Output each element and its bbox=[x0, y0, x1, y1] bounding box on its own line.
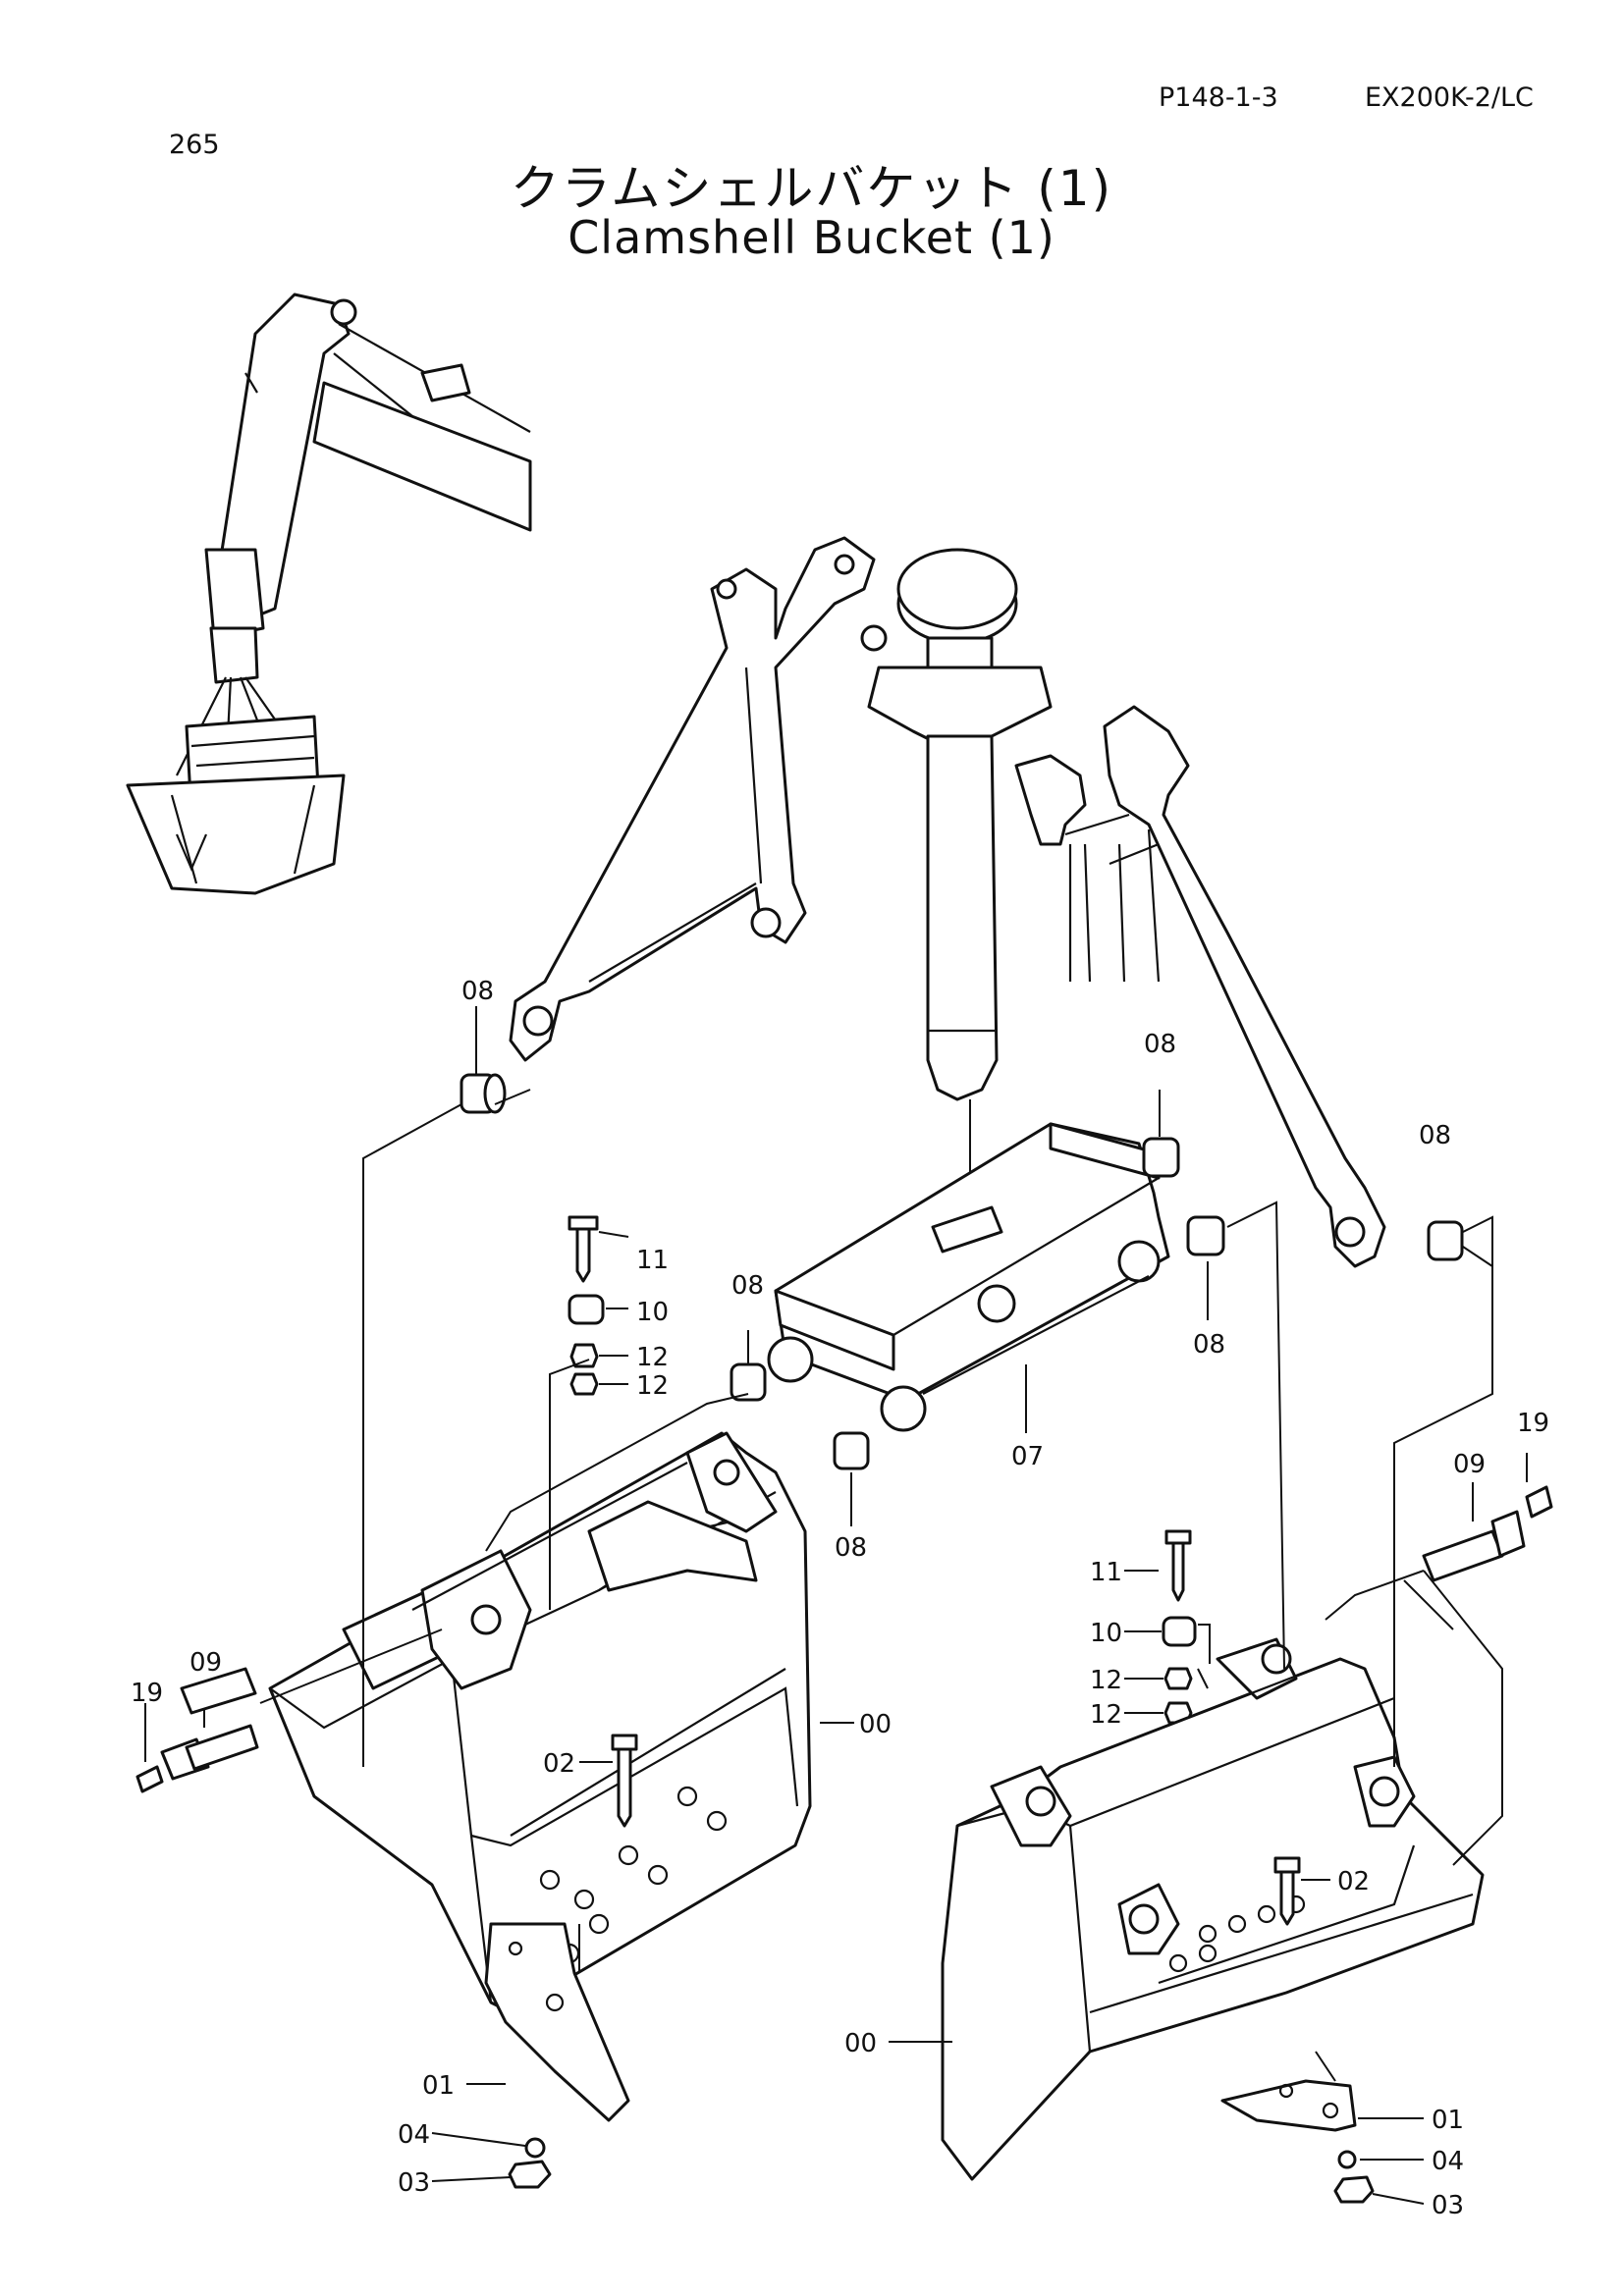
excavator-overview-illustration bbox=[126, 293, 532, 895]
callout-19: 19 bbox=[131, 1679, 163, 1708]
hardware-right bbox=[1162, 1529, 1197, 1725]
crosshead bbox=[767, 1122, 1170, 1432]
callout-labels: 08 08 08 08 08 08 07 11 10 12 12 11 10 1… bbox=[131, 977, 1549, 2220]
callout-08: 08 bbox=[731, 1271, 764, 1301]
leader-lines bbox=[144, 1006, 1528, 2205]
teeth-and-nuts bbox=[484, 1922, 1375, 2204]
callout-01: 01 bbox=[1432, 2106, 1464, 2135]
callout-02: 02 bbox=[1337, 1867, 1370, 1896]
callout-08: 08 bbox=[1193, 1330, 1225, 1360]
callout-09: 09 bbox=[189, 1648, 222, 1678]
callout-04: 04 bbox=[398, 2120, 430, 2150]
pins-and-bolts bbox=[135, 1485, 1553, 1793]
callout-12: 12 bbox=[636, 1343, 669, 1372]
callout-11: 11 bbox=[636, 1246, 669, 1275]
callout-01: 01 bbox=[422, 2071, 455, 2101]
callout-04: 04 bbox=[1432, 2147, 1464, 2176]
callout-03: 03 bbox=[398, 2168, 430, 2198]
callout-09: 09 bbox=[1453, 1450, 1486, 1479]
hardware-left bbox=[568, 1215, 605, 1396]
callout-12: 12 bbox=[636, 1371, 669, 1401]
title-english: Clamshell Bucket (1) bbox=[568, 211, 1055, 264]
bucket-half-left bbox=[268, 1431, 812, 2014]
callout-00: 00 bbox=[844, 2029, 877, 2058]
callout-02: 02 bbox=[543, 1749, 575, 1779]
arm-right bbox=[1014, 705, 1386, 1268]
bucket-half-right bbox=[941, 1637, 1485, 2181]
cylinder bbox=[860, 548, 1053, 1247]
page-number: 265 bbox=[169, 130, 220, 160]
callout-10: 10 bbox=[636, 1298, 669, 1327]
callout-08: 08 bbox=[1144, 1030, 1176, 1059]
callout-11: 11 bbox=[1090, 1558, 1122, 1587]
bushings bbox=[460, 1073, 1464, 1470]
callout-08: 08 bbox=[1419, 1121, 1451, 1150]
callout-10: 10 bbox=[1090, 1619, 1122, 1648]
title-japanese: クラムシェルバケット (1) bbox=[510, 160, 1113, 217]
arm-left bbox=[509, 536, 876, 1062]
document-reference: P148-1-3 bbox=[1159, 82, 1278, 113]
callout-03: 03 bbox=[1432, 2191, 1464, 2220]
callout-12: 12 bbox=[1090, 1666, 1122, 1695]
callout-07: 07 bbox=[1011, 1442, 1044, 1471]
model-code: EX200K-2/LC bbox=[1365, 82, 1534, 113]
callout-08: 08 bbox=[835, 1533, 867, 1563]
callout-08: 08 bbox=[461, 977, 494, 1006]
callout-12: 12 bbox=[1090, 1700, 1122, 1730]
callout-00: 00 bbox=[859, 1710, 892, 1739]
callout-19: 19 bbox=[1517, 1409, 1549, 1438]
